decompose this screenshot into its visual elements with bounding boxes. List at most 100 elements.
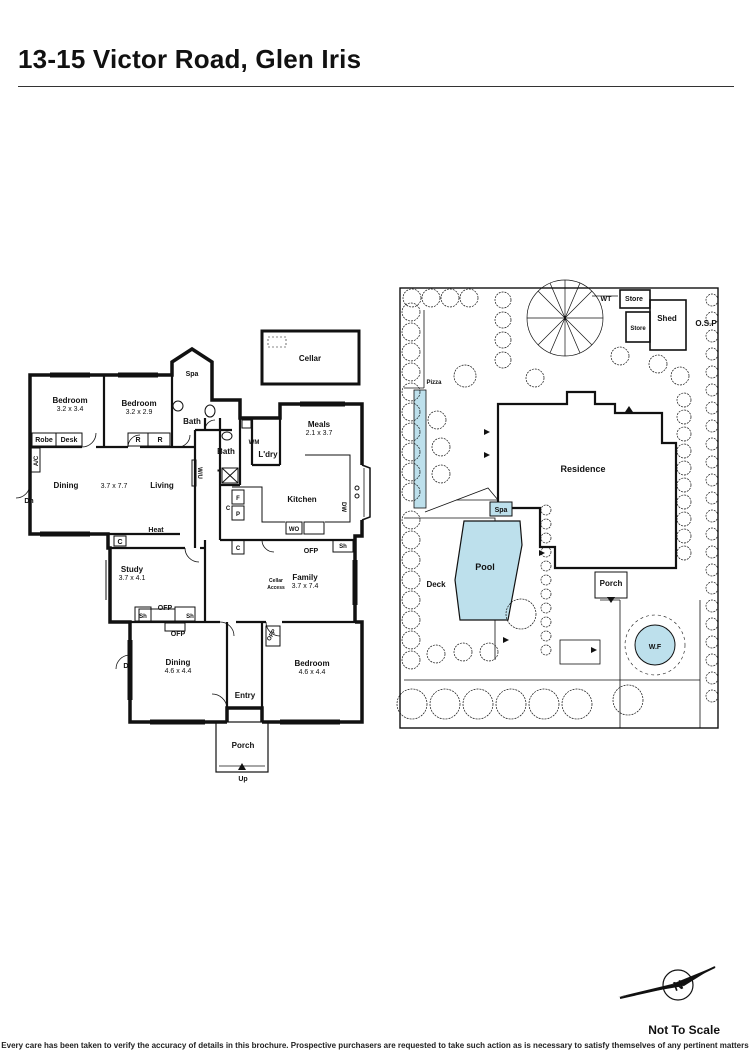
hedge-tree-icon (401, 302, 421, 322)
hedge-tree-icon (479, 642, 499, 662)
hedge-tree-icon (705, 635, 719, 649)
hedge-tree-icon (705, 365, 719, 379)
dn1-label: Dn (24, 498, 33, 505)
hedge-tree-icon (705, 689, 719, 703)
hedge-tree-icon (676, 511, 692, 527)
hedge-tree-icon (676, 392, 692, 408)
porch-area (215, 721, 269, 773)
laundry-fixtures (172, 400, 252, 484)
hedge-tree-icon (453, 364, 477, 388)
hedge-tree-icon (705, 653, 719, 667)
kitchen-label: Kitchen (287, 495, 316, 504)
cupboard3-label: C (117, 539, 122, 546)
sh1-label: Sh (339, 544, 347, 550)
robe-r2-label: R (157, 437, 162, 444)
ac-label: A/C (34, 455, 40, 466)
store1-label: Store (625, 296, 643, 303)
cellar-label: Cellar (299, 354, 321, 363)
hedge-tree-icon (440, 288, 460, 308)
hedge-tree-icon (705, 581, 719, 595)
fridge-label: F (236, 496, 240, 502)
hedge-tree-icon (401, 382, 421, 402)
hedge-tree-icon (401, 510, 421, 530)
bedroom2-dims: 3.2 x 2.9 (126, 409, 153, 416)
sh3-label: Sh (186, 614, 194, 620)
residence-outline (496, 390, 678, 570)
wo-label: WO (289, 527, 300, 533)
hedge-tree-icon (525, 368, 545, 388)
hedge-tree-icon (540, 602, 552, 614)
hedge-tree-icon (401, 610, 421, 630)
sh2-label: Sh (139, 614, 147, 620)
large-tree (526, 279, 604, 357)
hedge-tree-icon (705, 563, 719, 577)
hedge-tree-icon (676, 460, 692, 476)
door-swings (15, 419, 281, 709)
disclaimer: Every care has been taken to verify the … (1, 1041, 749, 1050)
hedge-tree-icon (705, 617, 719, 631)
cellar-hatch (267, 336, 287, 348)
hedge-tree-icon (676, 477, 692, 493)
store1-box (619, 289, 651, 309)
site-plan-labels: WT Store Store Shed O.S.P Pizza Residenc… (426, 296, 717, 651)
pool-label: Pool (475, 562, 495, 572)
floor-plan-labels: Bedroom 3.2 x 3.4 Bedroom 3.2 x 2.9 Spa … (24, 354, 347, 783)
laundry-label: L'dry (258, 450, 278, 459)
hedge-tree-icon (705, 509, 719, 523)
meals-dims: 2.1 x 3.7 (306, 430, 333, 437)
living-label: Living (150, 481, 174, 490)
wm-label: WM (249, 440, 260, 446)
hedge-tree-icon (705, 671, 719, 685)
hedge-tree-icon (401, 402, 421, 422)
bath1-label: Bath (183, 417, 201, 426)
hedge-tree-icon (401, 530, 421, 550)
bedroom3-dims: 4.6 x 4.4 (299, 669, 326, 676)
hedge-tree-icon (396, 688, 428, 720)
hedge-tree-icon (648, 354, 668, 374)
hedge-tree-icon (705, 491, 719, 505)
kitchen-benches (231, 454, 360, 555)
pantry-label: P (236, 512, 240, 518)
porch-label: Porch (232, 741, 255, 750)
osp-label: O.S.P (695, 319, 717, 328)
spa-site-label: Spa (495, 507, 508, 514)
family-label: Family (292, 573, 318, 582)
hedge-tree-icon (494, 351, 512, 369)
hedge-tree-icon (705, 527, 719, 541)
cellar-access-label-1: Cellar (269, 578, 283, 584)
hedge-tree-icon (421, 288, 441, 308)
site-boundary (399, 287, 719, 729)
hedge-tree-icon (505, 598, 537, 630)
hedge-tree-icon (676, 545, 692, 561)
family-dims: 3.7 x 7.4 (292, 583, 319, 590)
hedge-trees (396, 288, 719, 720)
shed-label: Shed (657, 314, 677, 323)
hedge-tree-icon (705, 293, 719, 307)
interior-walls (30, 375, 355, 708)
hedge-tree-icon (401, 482, 421, 502)
spa-site (489, 501, 513, 517)
hedge-tree-icon (427, 410, 447, 430)
hedge-tree-icon (705, 437, 719, 451)
hedge-tree-icon (670, 366, 690, 386)
hedge-tree-icon (426, 644, 446, 664)
hedge-tree-icon (705, 545, 719, 559)
hedge-tree-icon (540, 616, 552, 628)
hedge-tree-icon (459, 288, 479, 308)
cupboard2-label: C (236, 546, 241, 552)
hedge-tree-icon (540, 532, 552, 544)
hedge-tree-icon (705, 329, 719, 343)
hedge-tree-icon (462, 688, 494, 720)
spa-room-label: Spa (186, 371, 199, 378)
hedge-tree-icon (612, 684, 644, 716)
hedge-tree-icon (676, 426, 692, 442)
hedge-tree-icon (705, 347, 719, 361)
bedroom1-label: Bedroom (52, 396, 87, 405)
hedge-tree-icon (540, 574, 552, 586)
hedge-tree-icon (705, 383, 719, 397)
hedge-tree-icon (402, 288, 422, 308)
dw-label: DW (340, 502, 346, 512)
hedge-tree-icon (561, 688, 593, 720)
up-label: Up (238, 776, 247, 783)
